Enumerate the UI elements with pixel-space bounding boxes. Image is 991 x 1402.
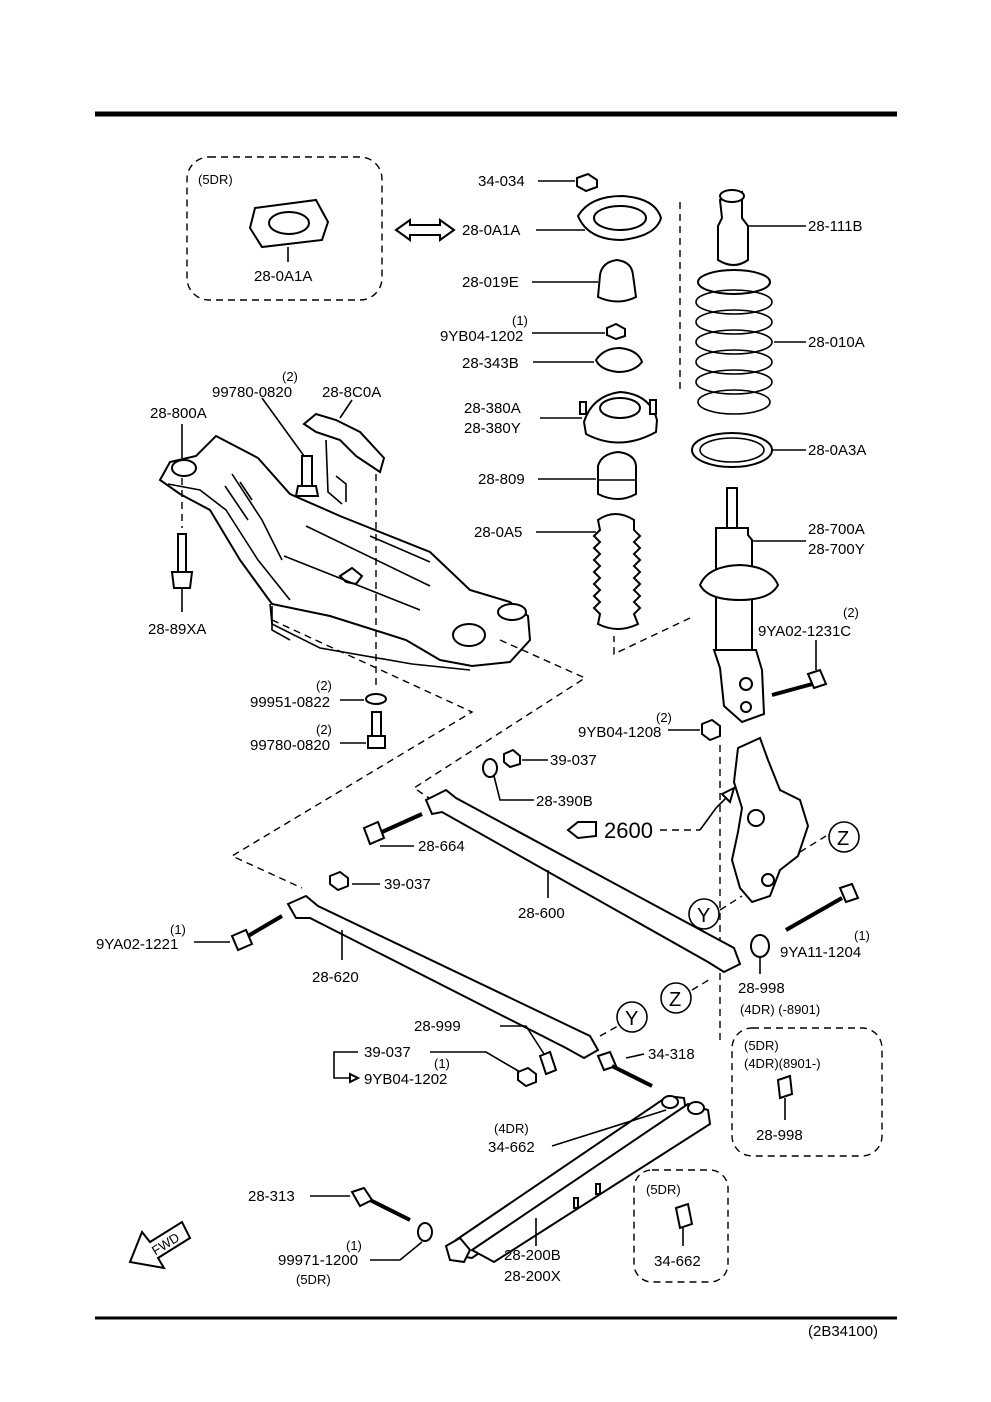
- label-28-89xa: 28-89XA: [148, 621, 206, 638]
- box-5dr-4dr-8901: (5DR) (4DR)(8901-) 28-998: [731, 1027, 883, 1157]
- crossmember-assembly: 28-800A 28-8C0A (2) 99780-0820 28-89XA (…: [148, 369, 587, 889]
- ref-y-mid-label: Y: [697, 905, 710, 927]
- ref-circle-z-mid: [660, 982, 692, 1014]
- label-9yb04-1208: 9YB04-1208: [578, 724, 661, 741]
- ref-circle-y-mid: [688, 898, 720, 930]
- label-28-380a: 28-380A: [464, 400, 521, 417]
- equivalence-arrow-icon: [394, 218, 456, 242]
- box-5dr-part-label: 28-0A1A: [254, 268, 312, 285]
- box-5dr-4dr-line1: (5DR): [744, 1038, 779, 1053]
- qty-9yb04-1202-top: (1): [512, 313, 528, 328]
- box-5dr-mount: (5DR) 28-0A1A: [186, 156, 383, 301]
- label-39-037-c: 39-037: [364, 1044, 411, 1061]
- label-28-664: 28-664: [418, 838, 465, 855]
- box-5dr-4dr-line2: (4DR)(8901-): [744, 1056, 821, 1071]
- qty-9ya02-1221: (1): [170, 922, 186, 937]
- label-28-620: 28-620: [312, 969, 359, 986]
- label-28-380y: 28-380Y: [464, 420, 521, 437]
- label-28-111b: 28-111B: [808, 218, 863, 235]
- trailing-links: (4DR) 34-662 28-200B 28-200X 28-313 (1) …: [248, 1094, 712, 1287]
- label-99971-1200: 99971-1200: [278, 1252, 358, 1269]
- qty-99780-0820-bot: (2): [316, 722, 332, 737]
- label-28-998: 28-998: [738, 980, 785, 997]
- label-9ya11-1204: 9YA11-1204: [780, 944, 861, 961]
- qty-9ya02-1231c: (2): [843, 605, 859, 620]
- strut-mount-stack: 34-034 28-0A1A 28-019E (1) 9YB04-1202 28…: [440, 172, 691, 656]
- label-28-010a: 28-010A: [808, 334, 865, 351]
- ref-y-low-label: Y: [625, 1008, 638, 1030]
- label-28-0a3a: 28-0A3A: [808, 442, 866, 459]
- qty-99780-0820-top: (2): [282, 369, 298, 384]
- label-28-700a: 28-700A: [808, 521, 865, 538]
- box-5dr-bottom-part-label: 34-662: [654, 1253, 701, 1270]
- label-28-999: 28-999: [414, 1018, 461, 1035]
- lateral-links: 39-037 28-390B 2600 28-664 28-600 39-037: [96, 736, 870, 1060]
- label-9ya02-1231c: 9YA02-1231C: [758, 623, 851, 640]
- label-28-200x: 28-200X: [504, 1268, 561, 1285]
- note-34-662: (4DR): [494, 1121, 529, 1136]
- label-99780-0820-bot: 99780-0820: [250, 737, 330, 754]
- label-9yb04-1202-bot: 9YB04-1202: [364, 1071, 447, 1088]
- qty-9ya11-1204: (1): [854, 928, 870, 943]
- label-28-313: 28-313: [248, 1188, 295, 1205]
- label-28-700y: 28-700Y: [808, 541, 865, 558]
- label-28-200b: 28-200B: [504, 1247, 561, 1264]
- coil-spring-part: [695, 269, 773, 415]
- label-99780-0820-top: 99780-0820: [212, 384, 292, 401]
- ref-z-mid-label: Z: [669, 989, 681, 1011]
- note-28-998: (4DR) (-8901): [740, 1002, 820, 1017]
- spring-strut-assembly: 28-111B 28-010A 28-0A3A 28-700A 28-700Y: [578, 189, 866, 1040]
- note-99971-1200: (5DR): [296, 1272, 331, 1287]
- label-39-037-a: 39-037: [550, 752, 597, 769]
- box-5dr-4dr-part-label: 28-998: [756, 1127, 803, 1144]
- label-28-800a: 28-800A: [150, 405, 207, 422]
- box-5dr-title: (5DR): [198, 172, 233, 187]
- qty-99951-0822: (2): [316, 678, 332, 693]
- ref-z-top-label: Z: [837, 828, 849, 850]
- label-34-034: 34-034: [478, 173, 525, 190]
- box-5dr-bottom-title: (5DR): [646, 1182, 681, 1197]
- label-39-037-b: 39-037: [384, 876, 431, 893]
- label-28-390b: 28-390B: [536, 793, 593, 810]
- label-28-343b: 28-343B: [462, 355, 519, 372]
- label-28-8c0a: 28-8C0A: [322, 384, 381, 401]
- ref-2600: 2600: [604, 818, 653, 843]
- qty-9yb04-1202-bot: (1): [434, 1056, 450, 1071]
- label-28-019e: 28-019E: [462, 274, 519, 291]
- box-5dr-34-662: (5DR) 34-662: [633, 1169, 729, 1283]
- label-34-662: 34-662: [488, 1139, 535, 1156]
- lower-fasteners: 28-999 39-037 (1) 9YB04-1202 34-318: [333, 1018, 695, 1088]
- qty-99971-1200: (1): [346, 1238, 362, 1253]
- fwd-arrow-icon: [128, 1220, 192, 1270]
- label-28-809: 28-809: [478, 471, 525, 488]
- label-9yb04-1202-top: 9YB04-1202: [440, 328, 523, 345]
- diagram-code: (2B34100): [808, 1323, 878, 1340]
- label-9ya02-1221: 9YA02-1221: [96, 936, 178, 953]
- label-99951-0822: 99951-0822: [250, 694, 330, 711]
- label-28-0a1a: 28-0A1A: [462, 222, 520, 239]
- label-28-0a5: 28-0A5: [474, 524, 522, 541]
- ref-circle-z-top: [828, 821, 860, 853]
- fwd-arrow: FWD: [128, 1220, 192, 1270]
- label-34-318: 34-318: [648, 1046, 695, 1063]
- label-28-600: 28-600: [518, 905, 565, 922]
- ref-circle-y-low: [616, 1001, 648, 1033]
- qty-9yb04-1208: (2): [656, 710, 672, 725]
